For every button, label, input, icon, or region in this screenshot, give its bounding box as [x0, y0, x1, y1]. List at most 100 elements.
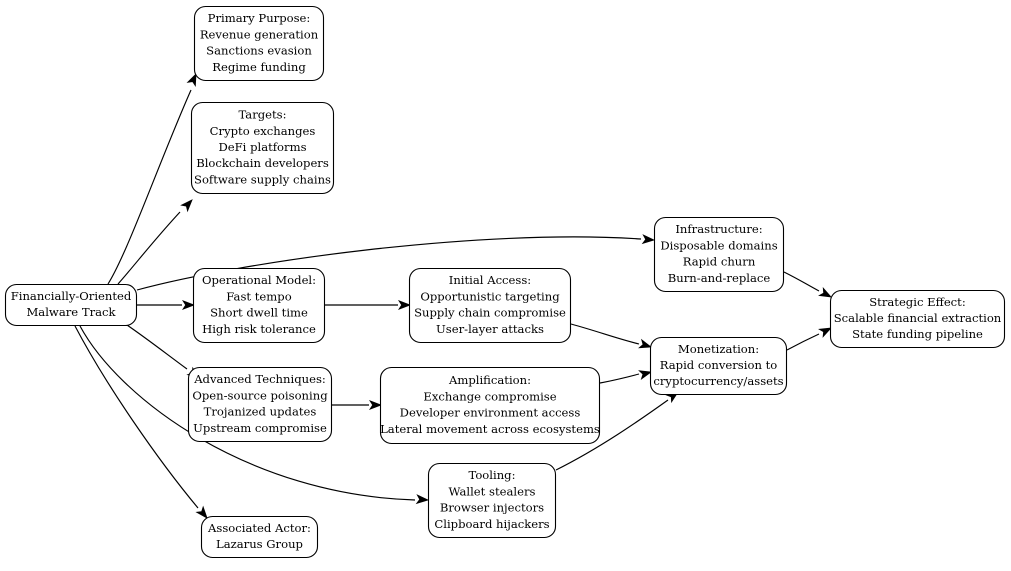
node-associated-actor-line-0: Associated Actor: [207, 521, 311, 535]
edge-infrastructure-to-strategic-effect-line [783, 271, 820, 292]
node-initial-access[interactable]: Initial Access: Opportunistic targetingSu… [408, 267, 572, 344]
edge-monetization-to-strategic-effect-line [786, 333, 820, 351]
edge-root-to-infrastructure [136, 234, 656, 291]
edge-monetization-to-strategic-effect-arrowhead-icon [818, 327, 832, 338]
node-monetization-line-0: Monetization: [678, 342, 759, 356]
node-initial-access-line-0: Initial Access: [449, 273, 531, 287]
edge-root-to-targets-line [117, 211, 181, 285]
node-tooling-line-1: Wallet stealers [449, 484, 536, 498]
edge-root-to-associated-actor-arrowhead-icon [195, 505, 208, 519]
node-monetization[interactable]: Monetization: Rapid conversion to cryptocu… [649, 336, 788, 396]
node-monetization-line-2: cryptocurrency/assets [653, 374, 783, 388]
edge-operational-model-to-initial-access-arrowhead-icon [398, 299, 412, 311]
edge-initial-access-to-monetization-line [570, 323, 640, 345]
edge-root-to-associated-actor-line [74, 325, 199, 509]
edge-amplification-to-monetization-line [599, 373, 640, 384]
node-primary-purpose-line-0: Primary Purpose: [208, 11, 311, 25]
node-financially-oriented-malware-track-shape[interactable] [4, 283, 138, 327]
node-operational-model-shape[interactable] [192, 267, 326, 344]
node-tooling-line-2: Browser injectors [440, 501, 544, 515]
edge-infrastructure-to-strategic-effect [783, 271, 832, 298]
node-operational-model-line-3: High risk tolerance [202, 322, 316, 336]
node-targets-line-2: DeFi platforms [218, 140, 306, 154]
node-targets-line-3: Blockchain developers [196, 156, 329, 170]
node-associated-actor-line-1: Lazarus Group [216, 537, 303, 551]
node-advanced-techniques-line-0: Advanced Techniques: [193, 372, 326, 386]
edge-operational-model-to-initial-access [325, 299, 412, 311]
node-financially-oriented-malware-track-line-1: Malware Track [26, 305, 116, 319]
node-initial-access-line-3: User-layer attacks [436, 322, 544, 336]
edge-tooling-to-monetization-line [555, 399, 669, 471]
node-advanced-techniques-line-3: Upstream compromise [193, 421, 327, 435]
node-advanced-techniques-shape[interactable] [187, 366, 333, 443]
node-monetization-shape[interactable] [649, 336, 788, 396]
node-operational-model-line-0: Operational Model: [202, 273, 316, 287]
node-amplification-line-1: Exchange compromise [423, 389, 556, 403]
node-strategic-effect-line-1: Scalable financial extraction [834, 311, 1002, 325]
edge-root-to-infrastructure-arrowhead-icon [641, 234, 656, 245]
node-strategic-effect-shape[interactable] [829, 289, 1006, 349]
edge-amplification-to-monetization-arrowhead-icon [638, 370, 653, 380]
node-primary-purpose-shape[interactable] [193, 5, 325, 82]
edge-root-to-advanced-techniques-line [126, 324, 188, 370]
node-operational-model-line-2: Short dwell time [210, 306, 308, 320]
edge-infrastructure-to-strategic-effect-arrowhead-icon [818, 286, 832, 298]
node-primary-purpose[interactable]: Primary Purpose: Revenue generationSancti… [193, 5, 325, 82]
node-associated-actor[interactable]: Associated Actor: Lazarus Group [200, 515, 319, 559]
node-advanced-techniques[interactable]: Advanced Techniques: Open-source poisonin… [187, 366, 333, 443]
node-associated-actor-shape[interactable] [200, 515, 319, 559]
node-monetization-line-1: Rapid conversion to [660, 358, 777, 372]
edge-root-to-primary-purpose-arrowhead-icon [186, 72, 197, 87]
node-primary-purpose-line-3: Regime funding [212, 60, 306, 74]
node-infrastructure-line-0: Infrastructure: [675, 222, 762, 236]
node-tooling-line-0: Tooling: [468, 468, 515, 482]
edge-root-to-targets-arrowhead-icon [180, 199, 193, 213]
edge-monetization-to-strategic-effect [786, 327, 832, 351]
node-strategic-effect[interactable]: Strategic Effect: Scalable financial extr… [829, 289, 1006, 349]
node-initial-access-line-1: Opportunistic targeting [420, 289, 560, 303]
edge-root-to-tooling-arrowhead-icon [415, 494, 430, 505]
node-operational-model-line-1: Fast tempo [226, 289, 291, 303]
node-advanced-techniques-line-1: Open-source poisoning [192, 388, 328, 402]
node-financially-oriented-malware-track-line-0: Financially-Oriented [11, 289, 132, 303]
edge-root-to-operational-model [137, 299, 196, 311]
node-targets-line-4: Software supply chains [194, 172, 331, 186]
node-targets-line-0: Targets: [238, 108, 286, 122]
edge-root-to-primary-purpose-line [107, 89, 192, 285]
node-infrastructure-line-2: Rapid churn [683, 255, 756, 269]
node-amplification-line-0: Amplification: [448, 373, 531, 387]
edge-root-to-operational-model-arrowhead-icon [182, 299, 196, 311]
node-initial-access-shape[interactable] [408, 267, 572, 344]
edge-initial-access-to-monetization [570, 323, 653, 349]
node-targets-shape[interactable] [190, 101, 335, 195]
node-infrastructure-line-3: Burn-and-replace [668, 271, 771, 285]
edge-root-to-infrastructure-line [136, 236, 642, 291]
node-tooling-line-3: Clipboard hijackers [434, 517, 549, 531]
node-infrastructure-line-1: Disposable domains [660, 238, 777, 252]
node-targets-line-1: Crypto exchanges [210, 124, 316, 138]
node-amplification-shape[interactable] [379, 366, 601, 445]
node-amplification-line-2: Developer environment access [400, 406, 581, 420]
edge-advanced-techniques-to-amplification-arrowhead-icon [369, 399, 383, 411]
node-primary-purpose-line-2: Sanctions evasion [206, 44, 312, 58]
node-primary-purpose-line-1: Revenue generation [200, 27, 319, 41]
node-amplification[interactable]: Amplification: Exchange compromiseDevelop… [379, 366, 601, 445]
node-strategic-effect-line-0: Strategic Effect: [869, 295, 966, 309]
node-tooling-shape[interactable] [427, 462, 557, 539]
node-initial-access-line-2: Supply chain compromise [414, 306, 566, 320]
edge-root-to-targets [117, 199, 193, 285]
node-advanced-techniques-line-2: Trojanized updates [204, 405, 317, 419]
edge-root-to-associated-actor [74, 325, 208, 519]
node-infrastructure-shape[interactable] [653, 216, 785, 293]
edge-amplification-to-monetization [599, 370, 653, 384]
edge-root-to-primary-purpose [107, 72, 197, 285]
edge-advanced-techniques-to-amplification [332, 399, 383, 411]
